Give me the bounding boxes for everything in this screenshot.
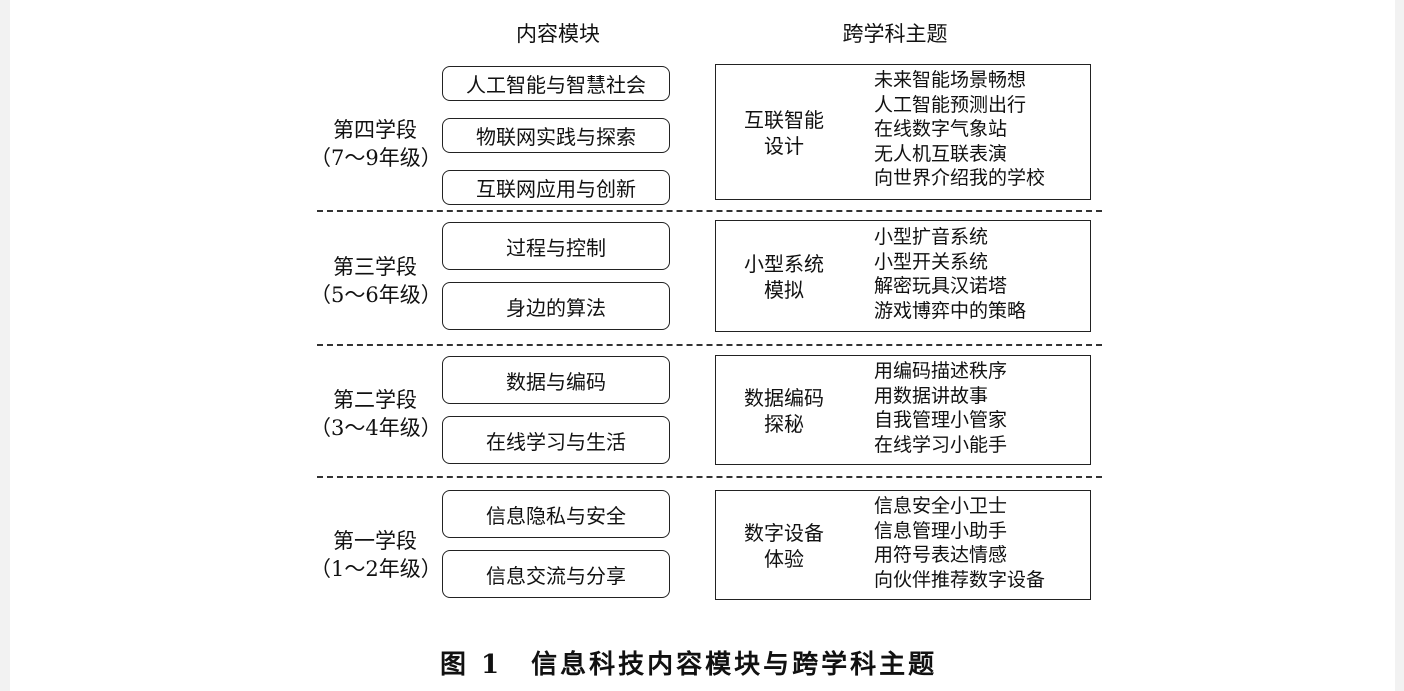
module-box: 物联网实践与探索 (442, 118, 670, 153)
module-box: 信息交流与分享 (442, 550, 670, 598)
themes-column-header: 跨学科主题 (842, 22, 948, 46)
stage-2-label: 第二学段 （3～4年级） (310, 386, 442, 442)
topic-item: 人工智能预测出行 (874, 93, 1027, 116)
module-box: 人工智能与智慧社会 (442, 66, 670, 101)
module-box: 过程与控制 (442, 222, 670, 270)
theme-box: 互联智能 设计 未来智能场景畅想 人工智能预测出行 在线数字气象站 无人机互联表… (715, 64, 1091, 200)
topic-item: 在线数字气象站 (874, 118, 1008, 140)
topic-item: 用数据讲故事 (874, 384, 989, 407)
page: 内容模块 跨学科主题 第四学段 （7～9年级） 人工智能与智慧社会 物联网实践与… (10, 0, 1395, 691)
stage-grades: （1～2年级） (310, 557, 442, 581)
topic-item: 未来智能场景畅想 (874, 69, 1027, 91)
topic-item: 自我管理小管家 (874, 409, 1008, 431)
theme-name: 数据编码 探秘 (744, 386, 824, 436)
stage-divider (317, 210, 1102, 212)
topic-item: 信息管理小助手 (874, 519, 1008, 542)
theme-box: 数字设备 体验 信息安全小卫士 信息管理小助手 用符号表达情感 向伙伴推荐数字设… (715, 490, 1091, 600)
theme-box: 小型系统 模拟 小型扩音系统 小型开关系统 解密玩具汉诺塔 游戏博弈中的策略 (715, 220, 1091, 332)
stage-name: 第三学段 (333, 255, 417, 279)
topic-list: 信息安全小卫士 信息管理小助手 用符号表达情感 向伙伴推荐数字设备 (874, 494, 1045, 592)
stage-1-label: 第一学段 （1～2年级） (310, 527, 442, 583)
theme-name: 小型系统 模拟 (744, 252, 824, 302)
theme-box: 数据编码 探秘 用编码描述秩序 用数据讲故事 自我管理小管家 在线学习小能手 (715, 355, 1091, 465)
topic-item: 信息安全小卫士 (874, 495, 1008, 517)
module-box: 在线学习与生活 (442, 416, 670, 464)
topic-item: 向世界介绍我的学校 (874, 167, 1046, 189)
topic-list: 用编码描述秩序 用数据讲故事 自我管理小管家 在线学习小能手 (874, 359, 1007, 457)
topic-item: 在线学习小能手 (874, 433, 1008, 456)
topic-item: 小型扩音系统 (874, 226, 989, 248)
topic-item: 用编码描述秩序 (874, 360, 1008, 382)
topic-list: 小型扩音系统 小型开关系统 解密玩具汉诺塔 游戏博弈中的策略 (874, 225, 1026, 323)
topic-item: 小型开关系统 (874, 250, 989, 273)
theme-name: 数字设备 体验 (744, 521, 824, 571)
modules-column-header: 内容模块 (516, 22, 600, 46)
topic-item: 向伙伴推荐数字设备 (874, 568, 1046, 591)
stage-4-label: 第四学段 （7～9年级） (310, 116, 442, 172)
module-box: 数据与编码 (442, 356, 670, 404)
topic-item: 解密玩具汉诺塔 (874, 275, 1008, 297)
stage-divider (317, 476, 1102, 478)
stage-3-label: 第三学段 （5～6年级） (310, 253, 442, 309)
topic-item: 用符号表达情感 (874, 544, 1008, 566)
module-box: 互联网应用与创新 (442, 170, 670, 205)
stage-name: 第四学段 (333, 118, 417, 142)
stage-grades: （7～9年级） (310, 146, 442, 170)
topic-item: 无人机互联表演 (874, 142, 1008, 165)
topic-list: 未来智能场景畅想 人工智能预测出行 在线数字气象站 无人机互联表演 向世界介绍我… (874, 68, 1045, 191)
module-box: 信息隐私与安全 (442, 490, 670, 538)
figure-caption: 图 1 信息科技内容模块与跨学科主题 (440, 650, 938, 680)
stage-grades: （3～4年级） (310, 416, 442, 440)
stage-name: 第一学段 (333, 529, 417, 553)
stage-grades: （5～6年级） (310, 283, 442, 307)
module-box: 身边的算法 (442, 282, 670, 330)
theme-name: 互联智能 设计 (744, 108, 824, 158)
stage-name: 第二学段 (333, 388, 417, 412)
stage-divider (317, 344, 1102, 346)
topic-item: 游戏博弈中的策略 (874, 299, 1027, 322)
